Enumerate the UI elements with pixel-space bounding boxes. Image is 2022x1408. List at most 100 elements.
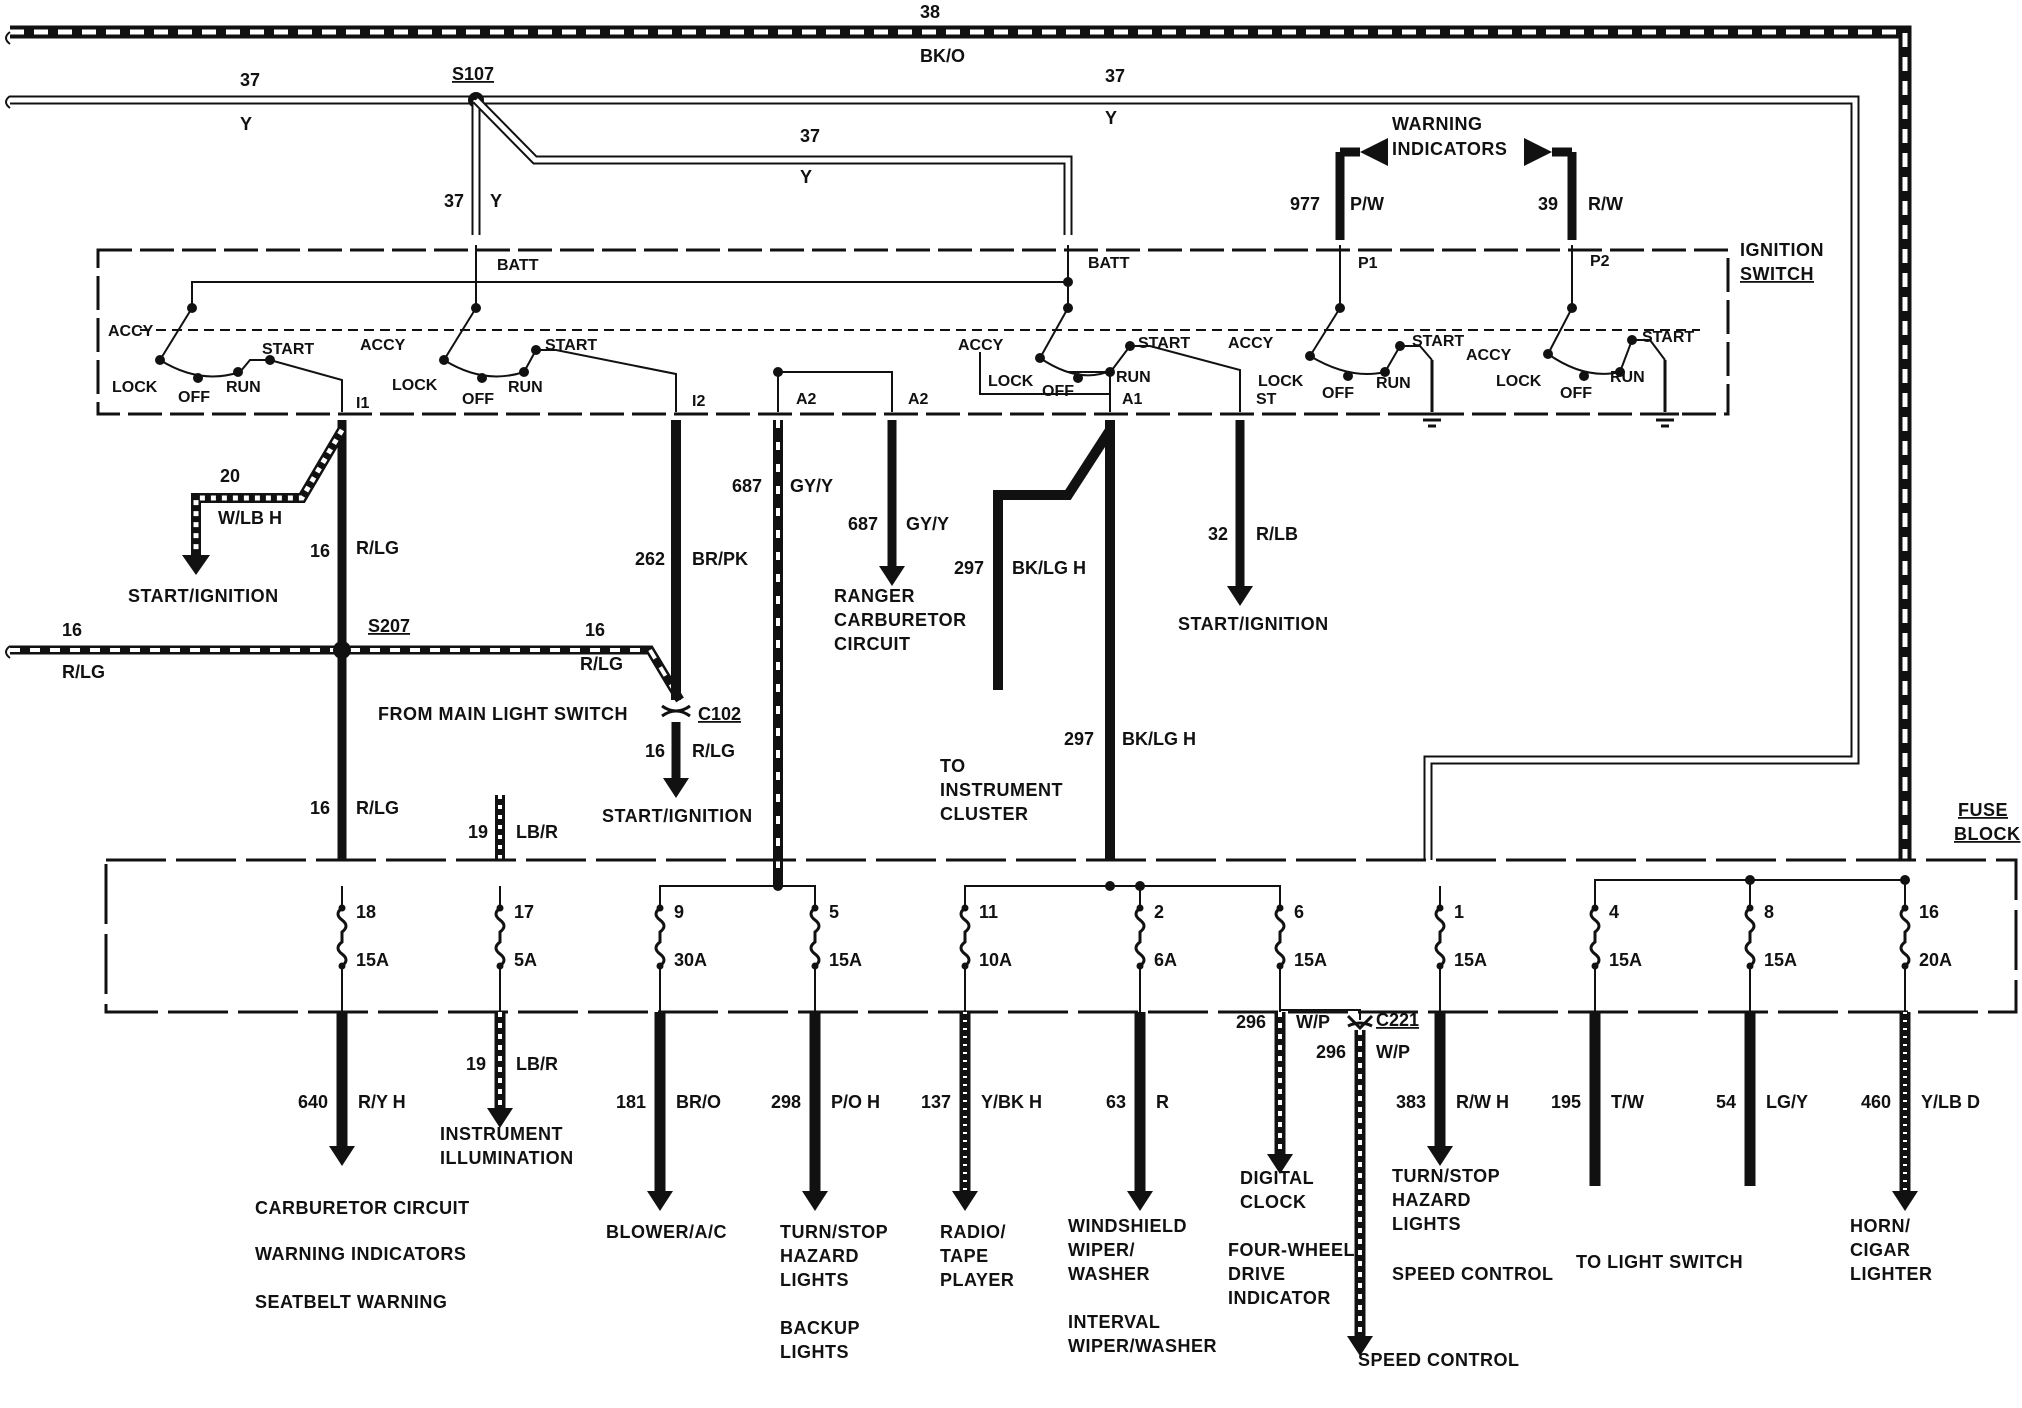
output-wire-color: Y/LB D bbox=[1921, 1092, 1980, 1112]
wire-32-color: R/LB bbox=[1256, 524, 1298, 544]
wire-16-color-b: R/LG bbox=[356, 798, 399, 818]
dest-start-ignition-2: START/IGNITION bbox=[602, 806, 753, 826]
dest-interval-2: WIPER/WASHER bbox=[1068, 1336, 1217, 1356]
switch-label-lock-5: LOCK bbox=[1496, 373, 1542, 390]
wire-37-number-drop: 37 bbox=[444, 191, 464, 211]
wire-687-number-a: 687 bbox=[732, 476, 762, 496]
dest-speed-control-1: SPEED CONTROL bbox=[1358, 1350, 1520, 1370]
wire-297-cluster bbox=[993, 427, 1115, 690]
wire-37-color-mid: Y bbox=[800, 167, 812, 187]
wire-16-color-a: R/LG bbox=[356, 538, 399, 558]
ignition-switch-heading-2: SWITCH bbox=[1740, 264, 1814, 284]
output-wire-color: R/W H bbox=[1456, 1092, 1509, 1112]
fuse-number: 6 bbox=[1294, 902, 1304, 922]
wire-37-top bbox=[5, 95, 1860, 860]
output-wire-color: Y/BK H bbox=[981, 1092, 1042, 1112]
wire-16-color-right: R/LG bbox=[580, 654, 623, 674]
switch-label-accy-1: ACCY bbox=[108, 323, 154, 340]
wire-16-number-c: 16 bbox=[645, 741, 665, 761]
switch-label-run-2: RUN bbox=[508, 379, 543, 396]
output-wire-color: R bbox=[1156, 1092, 1169, 1112]
dest-to-cluster-2: INSTRUMENT bbox=[940, 780, 1063, 800]
output-wire-color: BR/O bbox=[676, 1092, 721, 1112]
terminal-i2: I2 bbox=[692, 393, 705, 410]
switch-label-batt-2: BATT bbox=[1088, 255, 1130, 272]
wire-39-number: 39 bbox=[1538, 194, 1558, 214]
switch-label-run-4: RUN bbox=[1376, 375, 1411, 392]
fuse-2: 26A bbox=[1134, 886, 1177, 1012]
fuse-bus-bars bbox=[659, 879, 1906, 908]
arrow-start-ign-3 bbox=[1227, 586, 1253, 606]
wire-297-number-b: 297 bbox=[1064, 729, 1094, 749]
wire-19-color-in: LB/R bbox=[516, 822, 558, 842]
wire-32-number: 32 bbox=[1208, 524, 1228, 544]
fuse-rating: 20A bbox=[1919, 950, 1952, 970]
ignition-switch-box bbox=[96, 248, 1730, 416]
wire-687-color-a: GY/Y bbox=[790, 476, 833, 496]
fuse-number: 11 bbox=[979, 902, 998, 922]
dest-clock-1: DIGITAL bbox=[1240, 1168, 1314, 1188]
output-wire-color: P/O H bbox=[831, 1092, 880, 1112]
dest-to-cluster-3: CLUSTER bbox=[940, 804, 1029, 824]
output-wire-color: LB/R bbox=[516, 1054, 558, 1074]
arrow-ranger bbox=[879, 566, 905, 586]
dest-turn-3: LIGHTS bbox=[780, 1270, 849, 1290]
dest-radio-2: TAPE bbox=[940, 1246, 989, 1266]
wire-20-number: 20 bbox=[220, 466, 240, 486]
dest-warn: WARNING INDICATORS bbox=[255, 1244, 466, 1264]
fuse-number: 5 bbox=[829, 902, 839, 922]
splice-s207 bbox=[5, 641, 684, 703]
connector-c102 bbox=[661, 704, 691, 798]
output-wire-383: 383 R/W H bbox=[1396, 1012, 1509, 1166]
switch-label-run-1: RUN bbox=[226, 379, 261, 396]
wire-262-color: BR/PK bbox=[692, 549, 748, 569]
dest-speed-control-2: SPEED CONTROL bbox=[1392, 1264, 1554, 1284]
dest-horn-1: HORN/ bbox=[1850, 1216, 1911, 1236]
wire-16-number-b: 16 bbox=[310, 798, 330, 818]
wire-37-color-right: Y bbox=[1105, 108, 1117, 128]
switch-label-off-2: OFF bbox=[462, 391, 494, 408]
dest-to-cluster-1: TO bbox=[940, 756, 966, 776]
dest-start-ignition-3: START/IGNITION bbox=[1178, 614, 1329, 634]
fuse-rating: 10A bbox=[979, 950, 1012, 970]
wire-16-color-c: R/LG bbox=[692, 741, 735, 761]
output-wire-63: 63 R bbox=[1106, 1012, 1169, 1211]
switch-label-off-3: OFF bbox=[1042, 383, 1074, 400]
wire-297-number-a: 297 bbox=[954, 558, 984, 578]
wire-37-number-right: 37 bbox=[1105, 66, 1125, 86]
dest-turn-2: HAZARD bbox=[780, 1246, 859, 1266]
dest-seatbelt: SEATBELT WARNING bbox=[255, 1292, 447, 1312]
dest-carb: CARBURETOR CIRCUIT bbox=[255, 1198, 470, 1218]
switch-label-lock-2: LOCK bbox=[392, 377, 438, 394]
output-wire-number: 54 bbox=[1716, 1092, 1736, 1112]
fuse-block-heading-2: BLOCK bbox=[1954, 824, 2021, 844]
switch-label-start-1: START bbox=[262, 341, 314, 358]
output-wire-number: 298 bbox=[771, 1092, 801, 1112]
ignition-switch-contacts bbox=[155, 277, 1637, 383]
dest-horn-3: LIGHTER bbox=[1850, 1264, 1933, 1284]
dest-wiper-1: WINDSHIELD bbox=[1068, 1216, 1187, 1236]
fuse-rating: 15A bbox=[1609, 950, 1642, 970]
wire-16-number-left: 16 bbox=[62, 620, 82, 640]
dest-ranger-3: CIRCUIT bbox=[834, 634, 911, 654]
dest-light-switch: TO LIGHT SWITCH bbox=[1576, 1252, 1743, 1272]
terminal-i1: I1 bbox=[356, 395, 369, 412]
wire-687-number-b: 687 bbox=[848, 514, 878, 534]
output-wire-number: 383 bbox=[1396, 1092, 1426, 1112]
switch-label-lock-3: LOCK bbox=[988, 373, 1034, 390]
wire-297-color-b: BK/LG H bbox=[1122, 729, 1196, 749]
switch-label-start-2: START bbox=[545, 337, 597, 354]
switch-label-lock-4: LOCK bbox=[1258, 373, 1304, 390]
wire-977-pw bbox=[1335, 138, 1388, 240]
ignition-switch-heading-1: IGNITION bbox=[1740, 240, 1824, 260]
fuse-rating: 6A bbox=[1154, 950, 1177, 970]
wire-16-number-a: 16 bbox=[310, 541, 330, 561]
output-wire-number: 63 bbox=[1106, 1092, 1126, 1112]
